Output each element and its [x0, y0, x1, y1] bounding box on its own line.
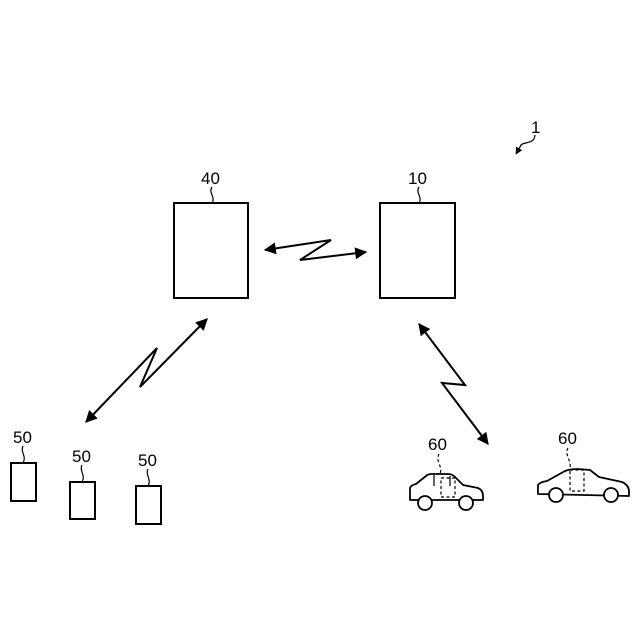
link-40-to-50	[86, 319, 207, 422]
system-reference: 1	[516, 118, 540, 154]
vehicle-sports-car-front-wheel	[549, 488, 563, 502]
vehicle-sedan: 60	[410, 435, 483, 510]
terminal-1-label: 50	[13, 428, 32, 447]
server-40-box	[174, 203, 248, 298]
vehicle-sports-car: 60	[538, 429, 629, 502]
vehicle-sports-car-leader-line	[567, 448, 570, 470]
server-10: 10	[380, 169, 455, 298]
vehicle-sedan-rear-wheel	[459, 496, 473, 510]
vehicle-sedan-leader-line	[438, 454, 441, 474]
system-reference-arrow	[516, 135, 535, 154]
vehicle-sports-car-rear-wheel	[604, 488, 618, 502]
terminal-1: 50	[11, 428, 36, 501]
server-10-box	[380, 203, 455, 298]
terminal-3-box	[136, 486, 161, 524]
terminal-1-leader-line	[22, 446, 24, 463]
link-40-to-10	[265, 240, 366, 260]
terminal-2-leader-line	[81, 465, 83, 482]
server-40: 40	[174, 169, 248, 298]
terminal-1-box	[11, 463, 36, 501]
system-reference-label: 1	[531, 118, 540, 137]
server-40-label: 40	[201, 169, 220, 188]
vehicle-sports-car-label: 60	[558, 429, 577, 448]
link-10-to-60	[419, 324, 488, 444]
terminal-2: 50	[70, 447, 95, 519]
vehicle-sedan-label: 60	[428, 435, 447, 454]
terminal-3-leader-line	[147, 469, 149, 486]
terminal-3-label: 50	[138, 451, 157, 470]
server-10-label: 10	[408, 169, 427, 188]
terminal-2-box	[70, 482, 95, 519]
terminal-2-label: 50	[72, 447, 91, 466]
server-40-leader-line	[211, 187, 213, 203]
server-10-leader-line	[418, 187, 420, 203]
vehicle-sedan-front-wheel	[418, 496, 432, 510]
terminal-3: 50	[136, 451, 161, 524]
